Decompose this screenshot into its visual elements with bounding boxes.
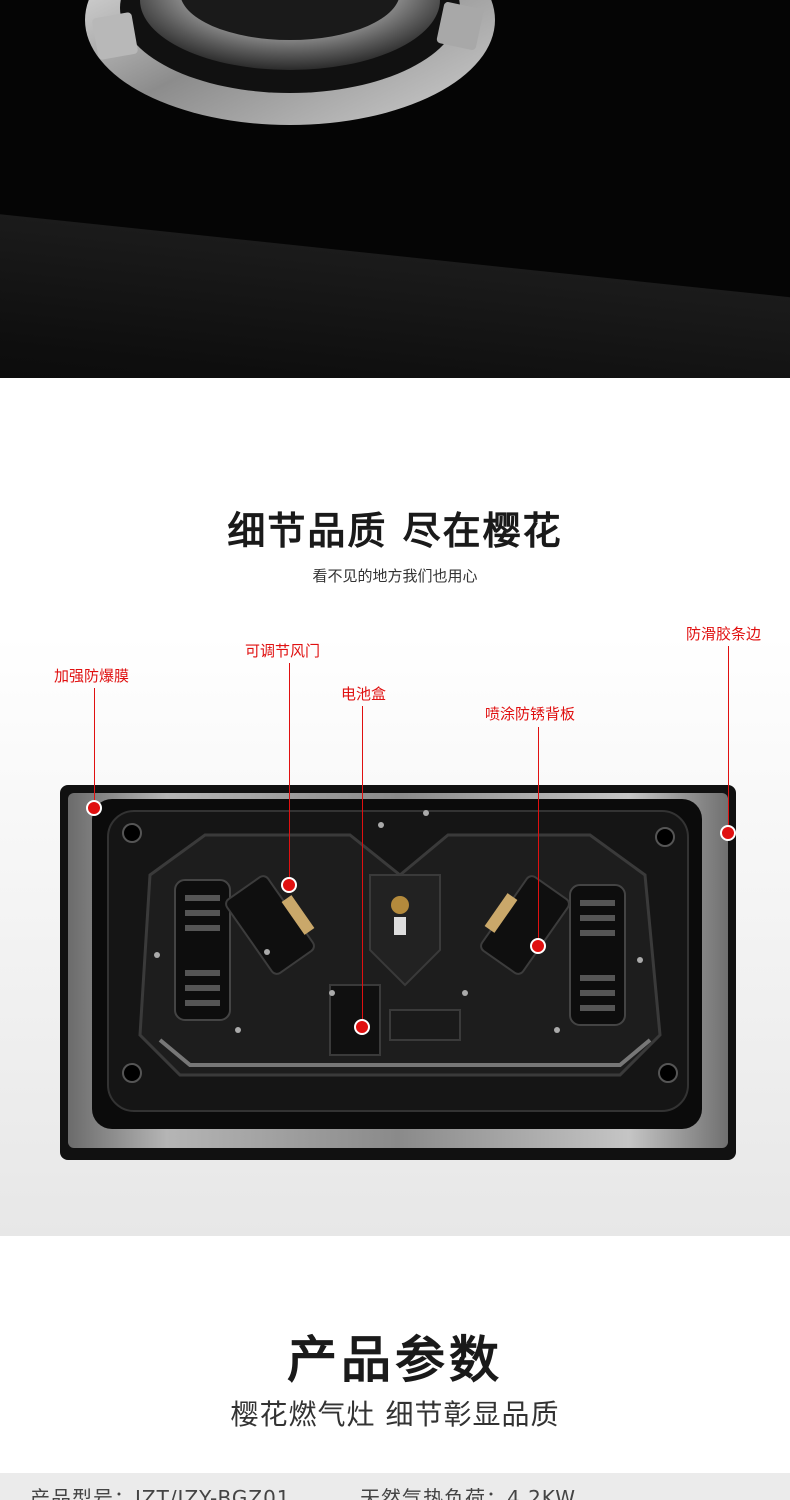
param-heat-load-label: 天然气热负荷： [360, 1486, 507, 1500]
callout-line-battery-box [362, 706, 363, 1027]
callout-battery-box: 电池盒 [341, 685, 387, 703]
callout-explosion-film: 加强防爆膜 [54, 667, 130, 685]
param-heat-load-value: 4.2KW [507, 1486, 576, 1500]
callout-line-air-damper [289, 663, 290, 885]
params-section [0, 1236, 790, 1500]
stove-bottom-image [60, 785, 736, 1160]
param-model: 产品型号：JZT/JZY-BGZ01 [30, 1482, 291, 1500]
burner-image [85, 0, 495, 125]
callout-dot-explosion-film [86, 800, 102, 816]
callout-rust-backplate: 喷涂防锈背板 [485, 705, 576, 723]
callout-dot-battery-box [354, 1019, 370, 1035]
callout-dot-air-damper [281, 877, 297, 893]
param-heat-load: 天然气热负荷：4.2KW [360, 1482, 576, 1500]
detail-title: 细节品质 尽在樱花 [227, 509, 563, 553]
params-title: 产品参数 [287, 1331, 503, 1389]
callout-air-damper: 可调节风门 [245, 642, 321, 660]
detail-subtitle: 看不见的地方我们也用心 [312, 567, 478, 585]
params-bar: 产品型号：JZT/JZY-BGZ01 天然气热负荷：4.2KW [0, 1473, 790, 1500]
params-subtitle: 樱花燃气灶 细节彰显品质 [230, 1398, 560, 1431]
callout-dot-rust-backplate [530, 938, 546, 954]
param-model-value: JZT/JZY-BGZ01 [135, 1486, 291, 1500]
param-model-label: 产品型号： [30, 1486, 135, 1500]
callout-line-explosion-film [94, 688, 95, 808]
callout-dot-anti-slip-strip [720, 825, 736, 841]
callout-anti-slip-strip: 防滑胶条边 [686, 625, 762, 643]
callout-line-rust-backplate [538, 727, 539, 946]
hero-product-photo [0, 0, 790, 378]
callout-line-anti-slip-strip [728, 646, 729, 833]
